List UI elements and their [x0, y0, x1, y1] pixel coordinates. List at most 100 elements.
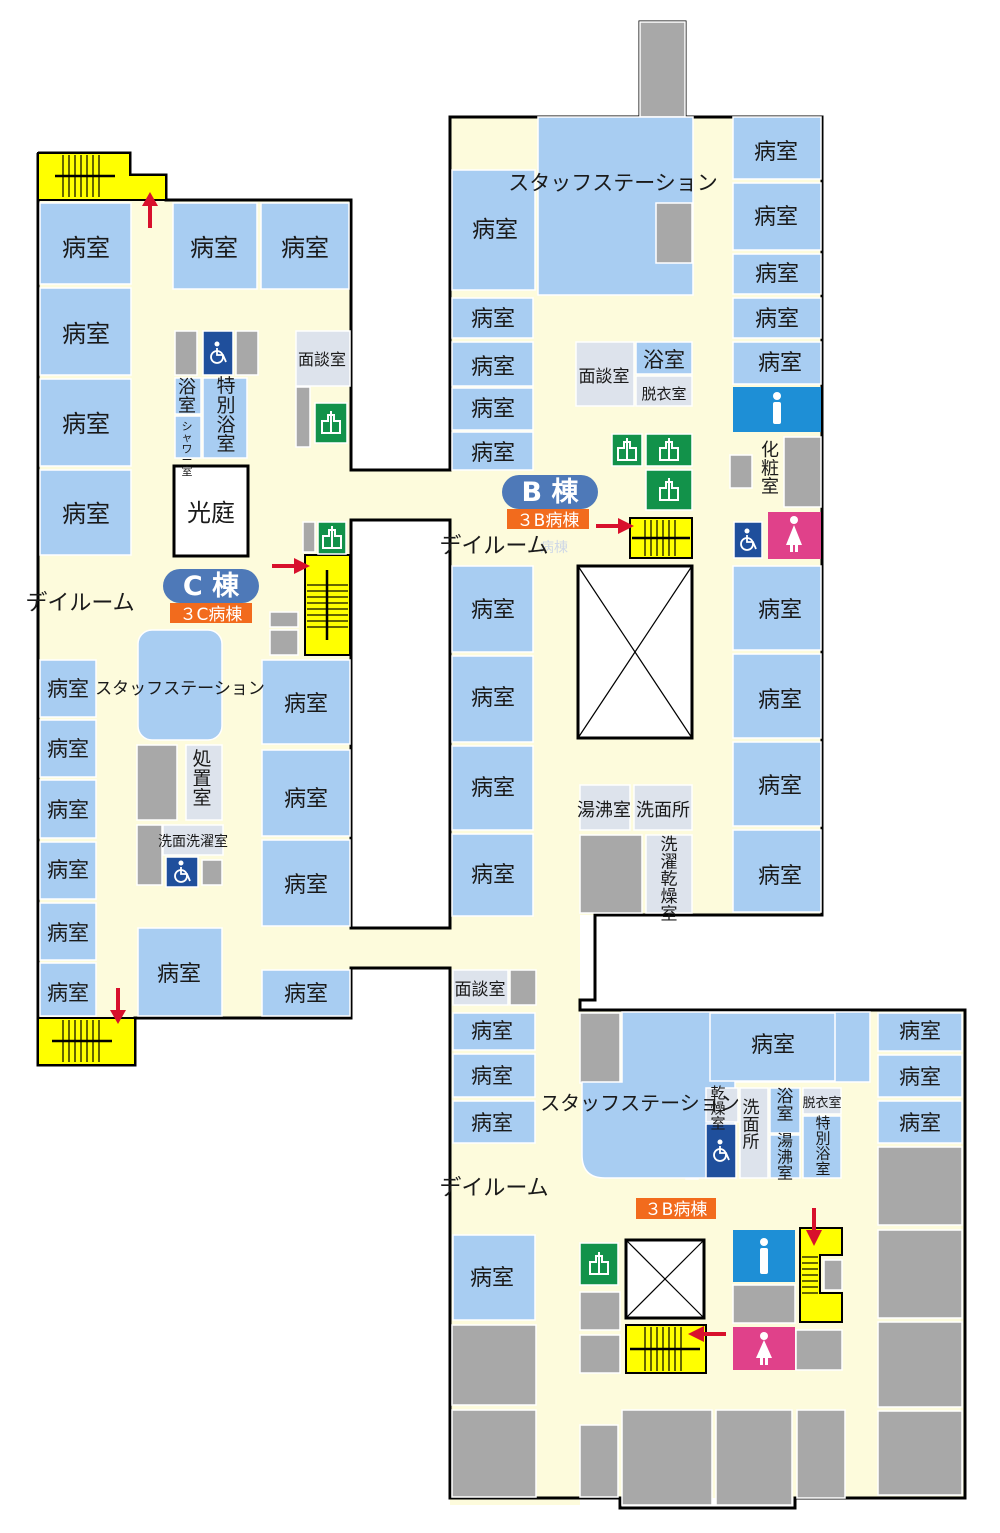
patient-room [451, 655, 534, 743]
patient-rooms [39, 116, 963, 1321]
patient-room-label: 病室 [471, 598, 515, 623]
building-badge-b: B 棟 [502, 475, 598, 509]
patient-room-label: 病室 [190, 234, 238, 262]
emergency-exit-icon [611, 433, 643, 467]
ward-tag-3b-south: ３B病棟 [636, 1198, 716, 1220]
patient-room [172, 202, 258, 290]
patient-room-label: 病室 [284, 873, 328, 898]
patient-room-label: 病室 [899, 1111, 941, 1135]
patient-room [261, 839, 351, 927]
patient-room-label: 病室 [284, 787, 328, 812]
patient-room-label: 病室 [62, 234, 110, 262]
patient-room [451, 341, 534, 387]
day-room-south-label: デイルーム [439, 1176, 548, 1201]
womens-restroom-icon [733, 1327, 795, 1370]
patient-room-label: 病室 [47, 921, 89, 945]
wash-laundry-label: 洗面洗濯室 [158, 833, 228, 850]
patient-room [732, 253, 822, 295]
patient-room-label: 病室 [751, 1033, 795, 1058]
patient-room [732, 829, 822, 913]
day-room-b-label: デイルーム [439, 534, 548, 559]
patient-room-label: 病室 [47, 858, 89, 882]
direction-arrow-icon [142, 192, 158, 228]
staircase-icon [799, 1227, 843, 1323]
patient-room [732, 341, 822, 385]
patient-room [137, 927, 223, 1017]
patient-room-label: 病室 [47, 798, 89, 822]
patient-room-label: 病室 [62, 410, 110, 438]
vertical-special-bath-label: 特別浴室 [216, 375, 235, 455]
patient-room-label: 病室 [47, 981, 89, 1005]
patient-room-label: 病室 [47, 677, 89, 701]
patient-room [732, 116, 822, 180]
building-walls [36, 20, 967, 1510]
bath-b-label: 浴室 [643, 348, 685, 372]
staircase-icon [37, 1017, 136, 1066]
patient-room [39, 469, 132, 556]
patient-room-label: 病室 [471, 307, 515, 332]
accessible-markers [165, 330, 763, 1179]
patient-room-label: 病室 [471, 441, 515, 466]
vertical-powder-label: 化粧室 [761, 440, 779, 498]
building-c-label: C 棟 [183, 571, 240, 602]
patient-room [732, 741, 822, 827]
patient-room-label: 病室 [470, 1266, 514, 1291]
patient-room [451, 169, 536, 291]
service-areas [136, 21, 963, 1506]
vertical-shower-label: シャワー室 [182, 420, 193, 478]
patient-room-label: 病室 [157, 962, 201, 987]
patient-room [39, 202, 132, 285]
patient-room-label: 病室 [471, 1064, 513, 1088]
exit-markers [314, 402, 693, 1286]
patient-room-label: 病室 [758, 774, 802, 799]
courtyard [172, 464, 250, 558]
patient-room-label: 病室 [284, 692, 328, 717]
patient-room-label: 病室 [471, 1111, 513, 1135]
emergency-exit-icon [317, 521, 347, 555]
mens-restroom-icon [733, 1230, 795, 1282]
ward-tag-3c: ３C病棟 [170, 603, 252, 625]
patient-room [261, 749, 351, 837]
patient-room [452, 1053, 536, 1098]
patient-room-label: 病室 [755, 307, 799, 332]
patient-room-label: 病室 [62, 500, 110, 528]
womens-restroom-icon [768, 512, 821, 559]
ward-3c-label: ３C病棟 [180, 605, 243, 625]
facility-labels: スタッフステーション スタッフステーション スタッフステーション 光庭 デイルー… [25, 171, 841, 1201]
ward-tag-3b: ３B病棟 病棟 [507, 509, 589, 556]
staff-station-b-label: スタッフステーション [508, 171, 718, 195]
ward-3b-label: ３B病棟 [517, 511, 580, 531]
accessible-icon [202, 330, 234, 376]
patient-room [452, 1100, 536, 1144]
patient-room [39, 378, 132, 467]
emergency-exit-icon [579, 1242, 619, 1286]
direction-arrow-icon [596, 518, 634, 534]
vertical-bath-label: 浴室 [178, 377, 196, 416]
washroom-b-label: 洗面所 [636, 800, 690, 821]
emergency-exit-icon [645, 433, 693, 467]
building-badge-c: C 棟 [163, 569, 259, 603]
patient-room-label: 病室 [899, 1065, 941, 1089]
patient-room-label: 病室 [471, 1019, 513, 1043]
patient-room-label: 病室 [899, 1019, 941, 1043]
patient-room [39, 902, 97, 961]
patient-room-label: 病室 [471, 397, 515, 422]
direction-arrow-icon [688, 1326, 726, 1342]
patient-room-label: 病室 [471, 355, 515, 380]
building-b-label: B 棟 [522, 477, 580, 508]
patient-room [451, 833, 534, 917]
patient-room-label: 病室 [758, 688, 802, 713]
staircase-icon [304, 554, 351, 656]
patient-room [451, 387, 534, 431]
consult-b-label: 面談室 [579, 367, 630, 387]
patient-room-label: 病室 [758, 351, 802, 376]
patient-room [732, 565, 822, 651]
day-room-c-label: デイルーム [25, 591, 134, 616]
staff-station-c-label: スタッフステーション [95, 679, 265, 699]
patient-room-label: 病室 [471, 776, 515, 801]
patient-room [732, 653, 822, 739]
vertical-bath-label: 浴室 [777, 1087, 794, 1124]
consult-c-label: 面談室 [298, 350, 346, 369]
